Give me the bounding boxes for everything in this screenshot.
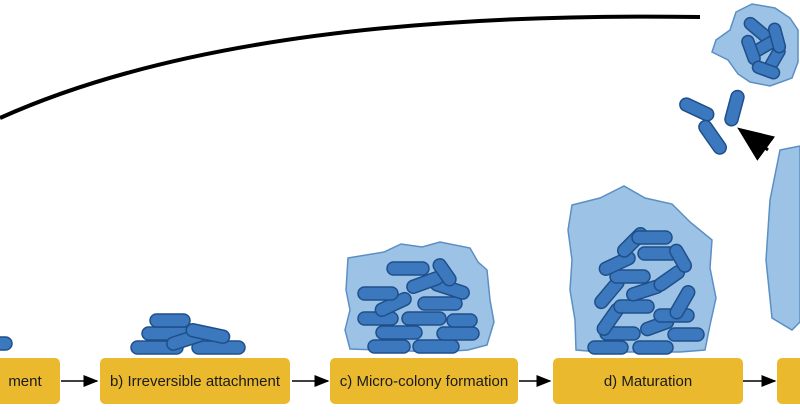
stage-b-bacteria bbox=[130, 313, 246, 355]
stage-c-label: c) Micro-colony formation bbox=[330, 358, 518, 404]
stage-b-label-text: b) Irreversible attachment bbox=[109, 372, 281, 390]
stage-d-mature-biofilm bbox=[567, 185, 717, 355]
stage-d-label: d) Maturation bbox=[553, 358, 743, 404]
cycle-arc bbox=[0, 14, 701, 120]
stage-d-label-text: d) Maturation bbox=[603, 372, 693, 390]
stage-b-label: b) Irreversible attachment bbox=[100, 358, 290, 404]
stage-c-microcolony bbox=[344, 241, 495, 354]
stage-a-label: ment bbox=[0, 358, 60, 404]
stage-e-dispersal bbox=[679, 3, 800, 331]
stage-e-label bbox=[777, 358, 800, 404]
stage-c-label-text: c) Micro-colony formation bbox=[339, 372, 509, 390]
stage-a-bacteria bbox=[0, 336, 13, 351]
dispersal-arrow bbox=[737, 127, 776, 161]
stage-a-label-text: ment bbox=[8, 372, 42, 390]
